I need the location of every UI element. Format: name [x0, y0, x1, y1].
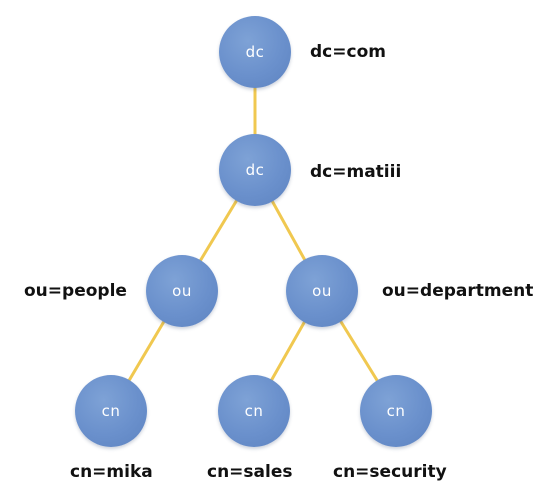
node-cn-sales-text: cn	[244, 402, 264, 420]
label-cn-sales: cn=sales	[207, 462, 293, 482]
node-dc-matiii: dc	[219, 134, 291, 206]
node-cn-security: cn	[360, 375, 432, 447]
node-cn-mika-text: cn	[101, 402, 121, 420]
node-cn-mika: cn	[75, 375, 147, 447]
node-cn-security-text: cn	[386, 402, 406, 420]
label-ou-people: ou=people	[24, 281, 127, 301]
label-cn-security: cn=security	[333, 462, 447, 482]
node-dc-com-text: dc	[245, 43, 265, 61]
label-cn-mika: cn=mika	[70, 462, 153, 482]
node-ou-department-text: ou	[312, 282, 332, 300]
node-dc-com: dc	[219, 16, 291, 88]
label-ou-department: ou=department	[382, 281, 534, 301]
node-ou-department: ou	[286, 255, 358, 327]
node-cn-sales: cn	[218, 375, 290, 447]
node-dc-matiii-text: dc	[245, 161, 265, 179]
node-ou-people-text: ou	[172, 282, 192, 300]
label-dc-com: dc=com	[310, 42, 386, 62]
node-ou-people: ou	[146, 255, 218, 327]
label-dc-matiii: dc=matiii	[310, 162, 402, 182]
